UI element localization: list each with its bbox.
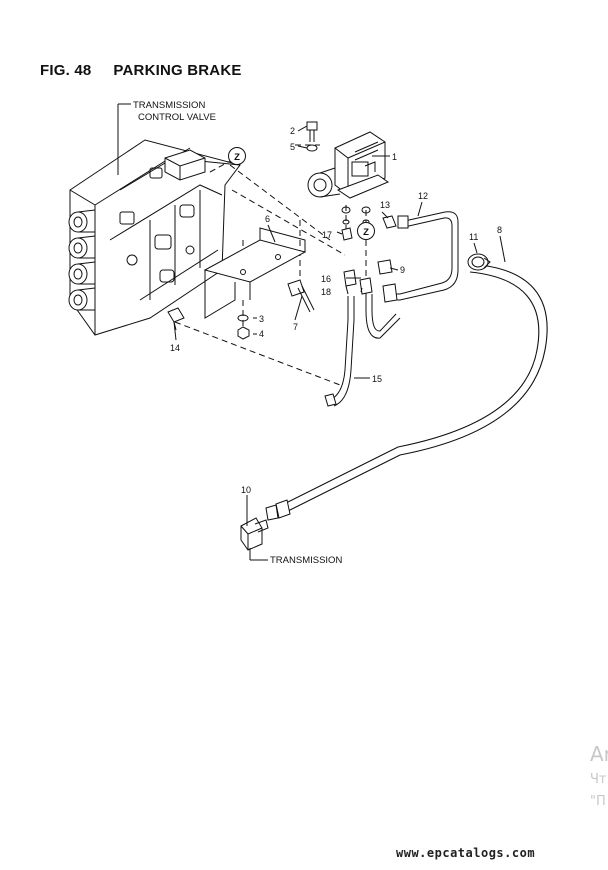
site-watermark: www.epcatalogs.com bbox=[396, 846, 536, 860]
fitting-part-17 bbox=[341, 227, 353, 241]
callout-13: 13 bbox=[380, 200, 390, 210]
control-valve-label-line2: CONTROL VALVE bbox=[138, 112, 216, 123]
detail-marker-z-1: Z bbox=[228, 147, 246, 165]
nut-part-4 bbox=[237, 326, 250, 340]
figure-name: PARKING BRAKE bbox=[113, 62, 242, 79]
callout-6: 6 bbox=[265, 214, 270, 224]
callout-11: 11 bbox=[469, 232, 478, 242]
callout-10: 10 bbox=[241, 485, 251, 495]
pipe-part-15 bbox=[324, 296, 355, 407]
callout-leaders bbox=[173, 125, 506, 561]
washer-part-5 bbox=[306, 144, 318, 152]
elbow-fitting-part-10 bbox=[240, 517, 269, 551]
callout-15: 15 bbox=[372, 374, 382, 384]
cropped-overlay-text: Ar Чт "П bbox=[590, 742, 608, 809]
washer-part-3 bbox=[237, 314, 249, 322]
callout-7: 7 bbox=[293, 322, 298, 332]
svg-text:Z: Z bbox=[234, 152, 240, 163]
overlay-line-3: "П bbox=[590, 793, 606, 809]
figure-title: FIG. 48 PARKING BRAKE bbox=[40, 62, 242, 79]
callout-4: 4 bbox=[259, 329, 264, 339]
bolt-part-2 bbox=[306, 121, 318, 142]
overlay-line-1: Ar bbox=[590, 742, 608, 766]
overlay-line-2: Чт bbox=[590, 772, 607, 787]
callout-16: 16 bbox=[321, 274, 331, 284]
callout-8: 8 bbox=[497, 225, 502, 235]
bracket-part-6 bbox=[203, 227, 307, 319]
callout-5: 5 bbox=[290, 142, 295, 152]
figure-number: FIG. 48 bbox=[40, 62, 92, 79]
fitting-part-16 bbox=[343, 269, 357, 295]
transmission-control-valve-drawing bbox=[68, 139, 241, 336]
detail-marker-z-2: Z bbox=[357, 222, 375, 240]
callout-9: 9 bbox=[400, 265, 405, 275]
callout-12: 12 bbox=[418, 191, 428, 201]
solenoid-valve-part-1 bbox=[307, 131, 390, 199]
transmission-label: TRANSMISSION bbox=[270, 555, 342, 566]
clamp-part-11 bbox=[467, 253, 491, 271]
callout-18: 18 bbox=[321, 287, 331, 297]
pipe-part-12 bbox=[382, 211, 459, 303]
bolt-part-7 bbox=[287, 279, 315, 313]
svg-text:Z: Z bbox=[363, 227, 369, 238]
fitting-part-14 bbox=[167, 307, 185, 331]
callout-1: 1 bbox=[392, 152, 397, 162]
control-valve-label-line1: TRANSMISSION bbox=[133, 100, 205, 111]
callout-3: 3 bbox=[259, 314, 264, 324]
callout-2: 2 bbox=[290, 126, 295, 136]
fitting-part-9 bbox=[377, 259, 393, 275]
callout-14: 14 bbox=[170, 343, 180, 353]
callout-17: 17 bbox=[322, 230, 332, 240]
fitting-part-18 bbox=[359, 277, 373, 295]
fitting-part-13 bbox=[382, 215, 397, 229]
hose-part-8 bbox=[265, 263, 548, 521]
